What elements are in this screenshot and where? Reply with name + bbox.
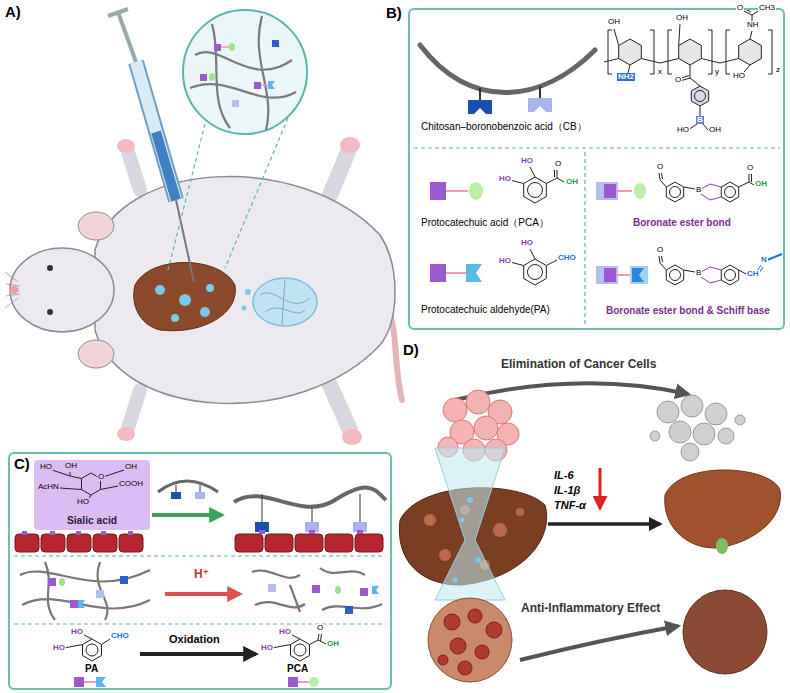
atom-label: HO xyxy=(520,239,534,247)
compound-name: PA xyxy=(84,664,99,674)
subscript-label: y xyxy=(714,68,720,76)
atom-label: NH xyxy=(746,21,760,29)
atom-label: HO xyxy=(39,463,53,471)
subscript-label: x xyxy=(657,68,663,76)
panel-d-illustration xyxy=(399,383,780,682)
reaction-label: Oxidation xyxy=(168,634,221,645)
effect-label: Elimination of Cancer Cells xyxy=(500,358,657,370)
subscript-label: z xyxy=(775,66,781,74)
atom-label: OH xyxy=(754,180,768,188)
atom-label: B xyxy=(696,116,704,124)
atom-label: OH xyxy=(64,462,78,470)
atom-label: OH xyxy=(124,463,138,471)
atom-label: OH xyxy=(565,178,579,186)
panel-c-illustration xyxy=(14,460,386,687)
node-title: Sialic acid xyxy=(34,516,150,526)
atom-label: HO xyxy=(76,498,90,506)
atom-label: COOH xyxy=(118,480,144,488)
compound-name: Protocatechuic acid（PCA） xyxy=(420,218,550,228)
panel-b-illustration xyxy=(414,8,782,327)
atom-label: HO xyxy=(520,157,534,165)
effect-label: Anti-Inflammatory Effect xyxy=(520,602,661,614)
atom-label: O xyxy=(554,160,562,168)
atom-label: O xyxy=(674,76,682,84)
atom-label: CHO xyxy=(557,254,577,262)
bond-name: Boronate ester bond & Schiff base xyxy=(605,306,771,316)
atom-label: HO xyxy=(732,72,746,80)
bond-name: Boronate ester bond xyxy=(632,218,732,228)
atom-label: HO xyxy=(278,628,292,636)
atom-label: HO xyxy=(498,257,512,265)
atom-label: HO xyxy=(260,644,274,652)
atom-label: CHO xyxy=(110,632,130,640)
atom-label: NH2 xyxy=(617,73,635,81)
atom-label: OH xyxy=(675,14,689,22)
atom-label: B xyxy=(695,269,702,277)
atom-label: O xyxy=(97,473,105,481)
atom-label: O xyxy=(656,246,664,254)
atom-label: O xyxy=(736,4,744,12)
stimulus-label: H⁺ xyxy=(193,568,210,580)
atom-label: HO xyxy=(498,175,512,183)
atom-label: N xyxy=(760,256,768,264)
cytokine-label: IL-1β xyxy=(553,485,581,496)
atom-label: B xyxy=(695,186,702,194)
atom-label: OH xyxy=(708,126,722,134)
panel-label: C) xyxy=(14,456,30,471)
panel-label: A) xyxy=(4,4,22,19)
cytokine-label: TNF-α xyxy=(553,500,587,511)
atom-label: OH xyxy=(326,640,340,648)
atom-label: HO xyxy=(676,126,690,134)
atom-label: HO xyxy=(70,628,84,636)
mouse-illustration xyxy=(5,9,402,445)
atom-label: O xyxy=(316,624,324,632)
compound-name: Chitosan–boronobenzoic acid（CB） xyxy=(420,122,588,132)
atom-label: CH3 xyxy=(758,4,776,12)
compound-name: PCA xyxy=(286,664,309,674)
atom-label: AcHN xyxy=(37,483,60,491)
atom-label: O xyxy=(656,163,664,171)
panel-label: B) xyxy=(386,5,402,20)
compound-name: Protocatechuic aldehyde(PA) xyxy=(420,305,551,315)
atom-label: OH xyxy=(607,18,621,26)
atom-label: HO xyxy=(52,644,66,652)
panel-label: D) xyxy=(402,342,420,357)
atom-label: O xyxy=(746,164,754,172)
atom-label: CH xyxy=(746,270,760,278)
panel-box: B) xyxy=(408,8,785,330)
cytokine-label: IL-6 xyxy=(553,470,575,481)
